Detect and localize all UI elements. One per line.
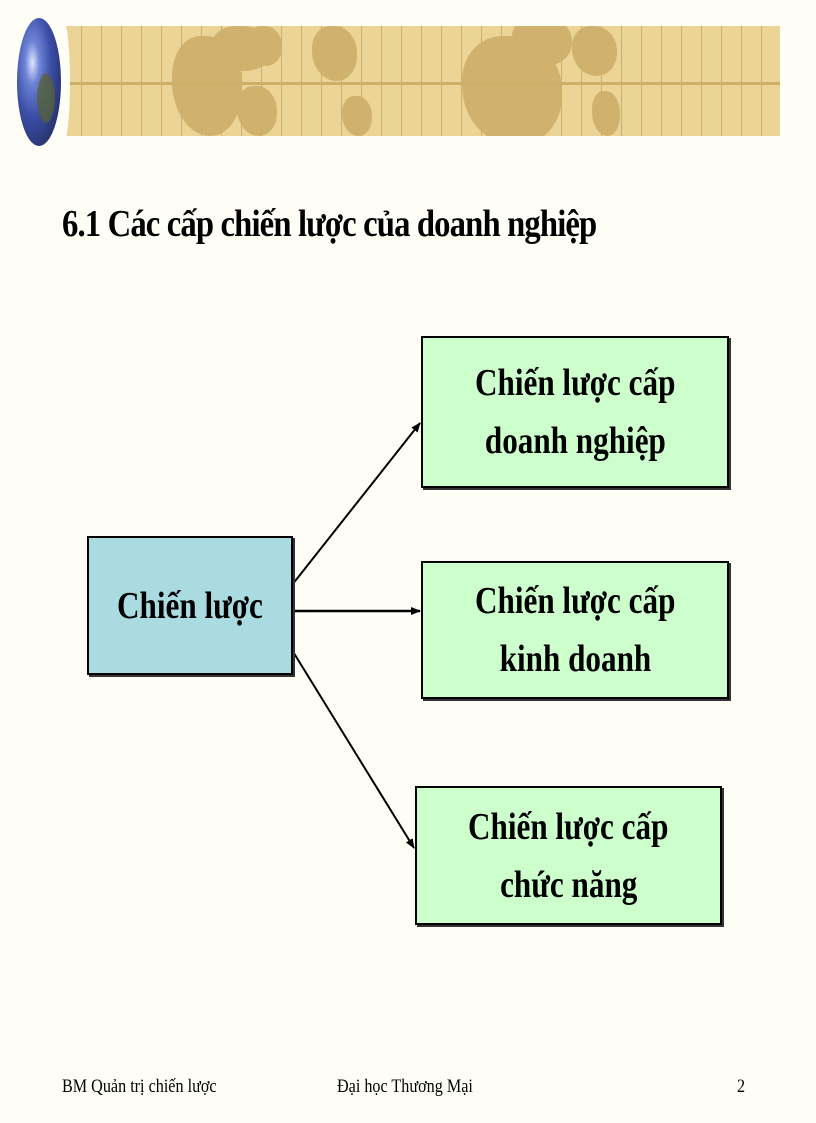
arrow-to-functional xyxy=(291,649,415,849)
box-line-2: chức năng xyxy=(499,863,638,906)
box-line-1: Chiến lược cấp xyxy=(468,805,669,848)
map-grid xyxy=(62,26,780,136)
root-strategy-label: Chiến lược xyxy=(117,584,263,627)
functional-level-box: Chiến lược cấp chức năng xyxy=(415,786,722,925)
business-level-box: Chiến lược cấp kinh doanh xyxy=(421,561,729,699)
box-line-1: Chiến lược cấp xyxy=(474,362,676,404)
box-line-2: doanh nghiệp xyxy=(484,420,666,462)
corporate-level-box: Chiến lược cấp doanh nghiệp xyxy=(421,336,729,488)
page-number: 2 xyxy=(737,1076,746,1097)
globe-backdrop xyxy=(56,20,70,144)
box-line-1: Chiến lược cấp xyxy=(474,580,676,622)
footer-department: BM Quản trị chiến lược xyxy=(62,1076,217,1097)
root-strategy-box: Chiến lược xyxy=(87,536,293,675)
footer-university: Đại học Thương Mại xyxy=(337,1076,473,1097)
globe-icon xyxy=(17,18,61,146)
page-title: 6.1 Các cấp chiến lược của doanh nghiệp xyxy=(62,203,597,245)
map-equator xyxy=(62,82,780,85)
arrow-to-corporate xyxy=(291,422,421,586)
box-line-2: kinh doanh xyxy=(499,638,651,680)
world-map-banner xyxy=(62,26,780,136)
